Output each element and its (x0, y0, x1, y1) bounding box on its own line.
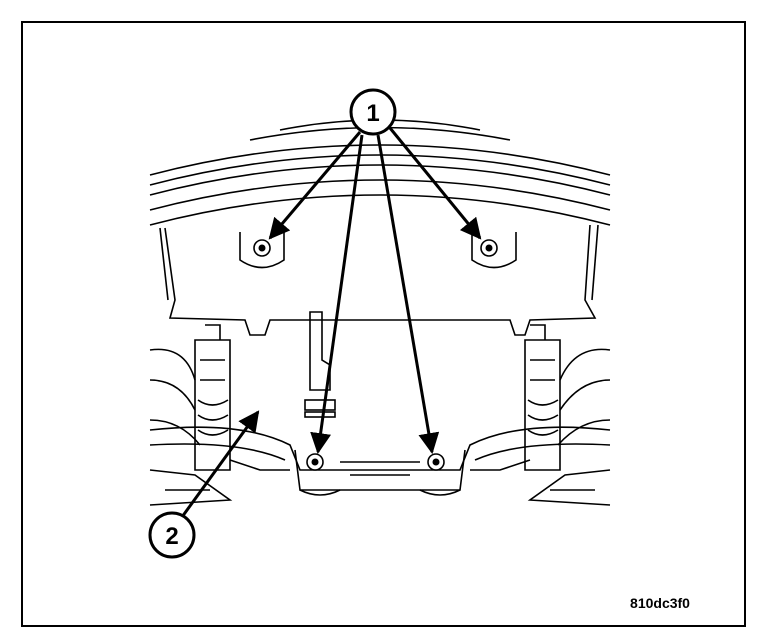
callout-2-label: 2 (165, 523, 178, 550)
bolt-lower-right (427, 453, 445, 471)
callout-1: 1 (349, 88, 397, 136)
figure-id: 810dc3f0 (630, 595, 690, 611)
callout-2-leader (180, 410, 260, 518)
bolt-upper-left (253, 239, 271, 257)
subframe-illustration (149, 119, 611, 506)
bolt-lower-left (306, 453, 324, 471)
callout-2: 2 (148, 511, 196, 559)
callout-1-leaders (268, 127, 482, 455)
callout-1-label: 1 (366, 100, 379, 127)
bolt-upper-right (480, 239, 498, 257)
